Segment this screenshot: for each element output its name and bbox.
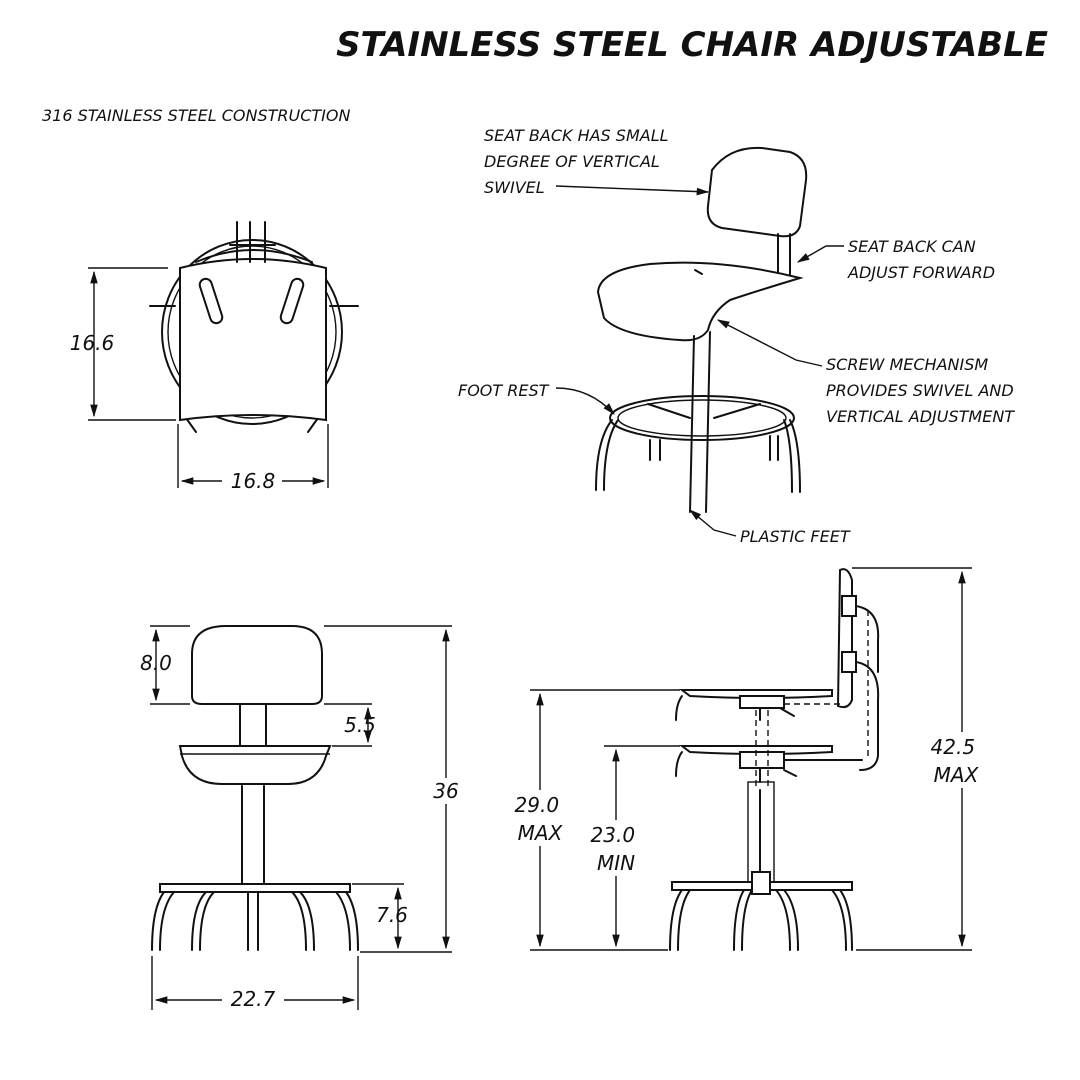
- front-back-height-dim: 8.0: [140, 651, 172, 675]
- front-footrest-height-dim: 7.6: [376, 903, 408, 927]
- isometric-view: SEAT BACK HAS SMALL DEGREE OF VERTICAL S…: [458, 126, 1019, 546]
- front-back-gap-dim: 5.5: [344, 713, 376, 737]
- top-depth-dim: 16.6: [70, 331, 115, 355]
- callout-back-swivel: SEAT BACK HAS SMALL DEGREE OF VERTICAL S…: [484, 126, 674, 197]
- front-base-width-dim: 22.7: [231, 987, 276, 1011]
- callout-screw-mechanism: SCREW MECHANISM PROVIDES SWIVEL AND VERT…: [826, 355, 1019, 426]
- callout-foot-rest: FOOT REST: [458, 381, 550, 400]
- side-seat-max-dim: 29.0 MAX: [515, 793, 566, 845]
- top-width-dim: 16.8: [231, 469, 276, 493]
- callout-plastic-feet: PLASTIC FEET: [740, 527, 851, 546]
- front-overall-height-dim: 36: [433, 779, 458, 803]
- drawing-title: STAINLESS STEEL CHAIR ADJUSTABLE: [336, 25, 1048, 65]
- material-note: 316 STAINLESS STEEL CONSTRUCTION: [42, 106, 350, 125]
- side-view: 29.0 MAX 23.0 MIN 42.5 MAX: [510, 567, 990, 951]
- side-seat-min-dim: 23.0 MIN: [591, 823, 642, 875]
- top-view: 16.6 16.8: [70, 221, 359, 493]
- side-overall-max-dim: 42.5 MAX: [931, 735, 982, 787]
- callout-back-forward: SEAT BACK CAN ADJUST FORWARD: [847, 237, 995, 282]
- front-view: 8.0 5.5 36 7.6 22.7: [140, 625, 464, 1012]
